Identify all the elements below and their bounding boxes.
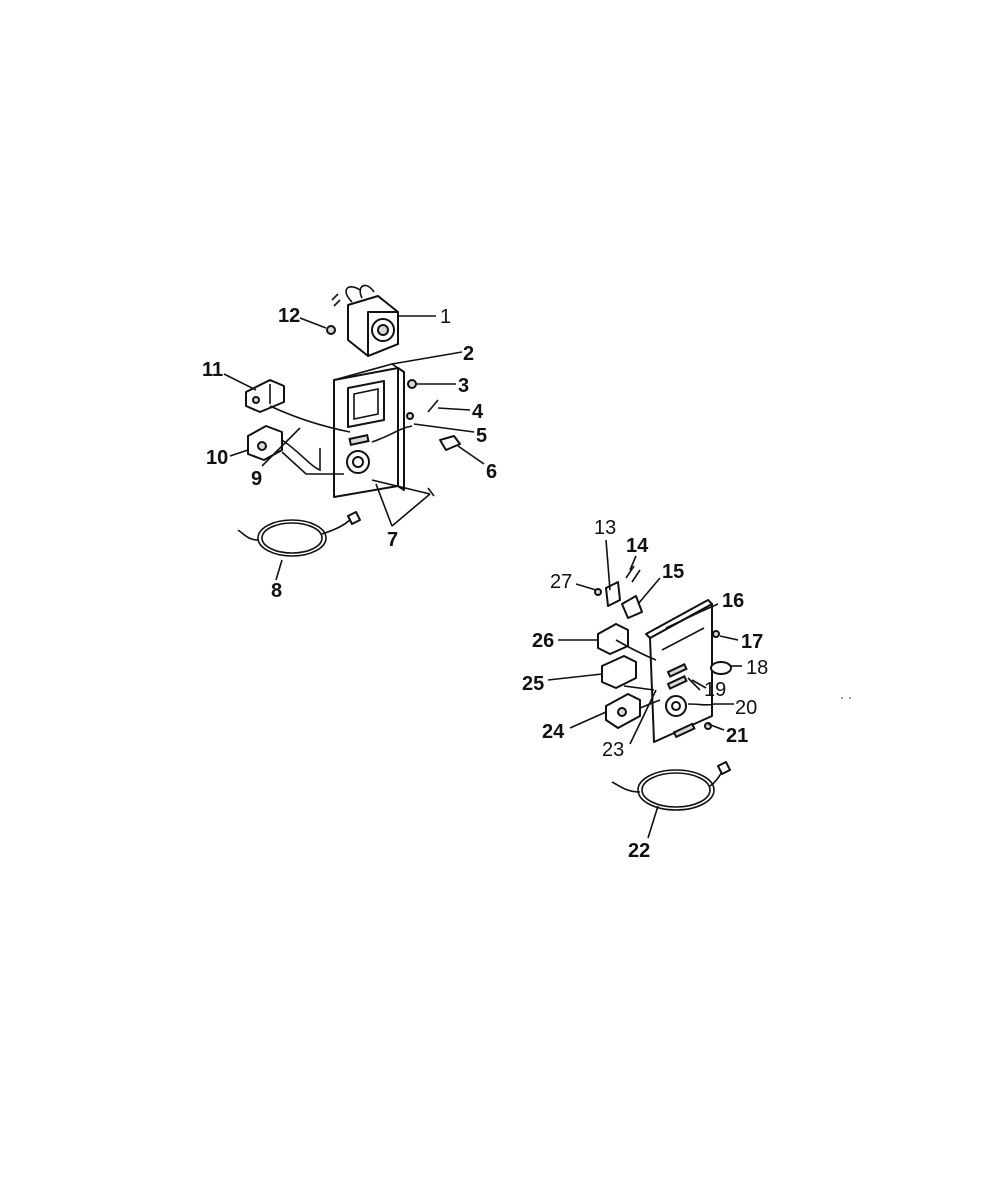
scan-speck xyxy=(841,697,851,699)
label-7: 7 xyxy=(387,529,398,551)
label-21: 21 xyxy=(726,725,748,747)
power-cord-8 xyxy=(237,511,361,557)
switch-part-11 xyxy=(245,379,285,413)
label-8: 8 xyxy=(271,580,282,602)
label-22: 22 xyxy=(628,840,650,862)
label-25: 25 xyxy=(522,673,544,695)
label-6: 6 xyxy=(486,461,497,483)
assembly-a: 1 2 3 4 5 6 7 8 9 10 11 12 xyxy=(202,284,497,602)
label-26: 26 xyxy=(532,630,554,652)
label-19: 19 xyxy=(704,679,726,701)
label-2: 2 xyxy=(463,343,474,365)
switch-part-24 xyxy=(605,693,641,729)
label-10: 10 xyxy=(206,447,228,469)
switch-part-25 xyxy=(601,655,637,689)
label-15: 15 xyxy=(662,561,684,583)
label-18: 18 xyxy=(746,657,768,679)
leaders-a xyxy=(223,315,485,581)
label-24: 24 xyxy=(542,721,565,743)
bracket-part-13 xyxy=(594,581,621,607)
label-4: 4 xyxy=(472,401,484,423)
label-17: 17 xyxy=(741,631,763,653)
motor-part xyxy=(331,284,399,357)
wire-harness-9 xyxy=(269,405,351,475)
small-parts-b xyxy=(687,630,732,730)
label-5: 5 xyxy=(476,425,487,447)
label-23: 23 xyxy=(602,739,624,761)
control-panel-bracket-b xyxy=(645,599,713,743)
label-14: 14 xyxy=(626,535,649,557)
label-9: 9 xyxy=(251,468,262,490)
power-cord-22 xyxy=(611,761,731,811)
label-11: 11 xyxy=(202,359,223,381)
label-13: 13 xyxy=(594,517,616,539)
terminal-part-14 xyxy=(625,565,641,583)
screw-part xyxy=(326,325,336,335)
label-3: 3 xyxy=(458,375,469,397)
label-16: 16 xyxy=(722,590,744,612)
label-1: 1 xyxy=(440,306,451,328)
label-12: 12 xyxy=(278,305,300,327)
switch-part-10 xyxy=(247,425,283,461)
switch-part-15 xyxy=(621,595,643,619)
label-20: 20 xyxy=(735,697,757,719)
switch-part-26 xyxy=(597,623,629,655)
label-27: 27 xyxy=(550,571,572,593)
leaders-b xyxy=(547,539,742,839)
assembly-b: 13 14 15 16 17 18 19 20 21 22 23 24 25 2… xyxy=(522,517,768,862)
